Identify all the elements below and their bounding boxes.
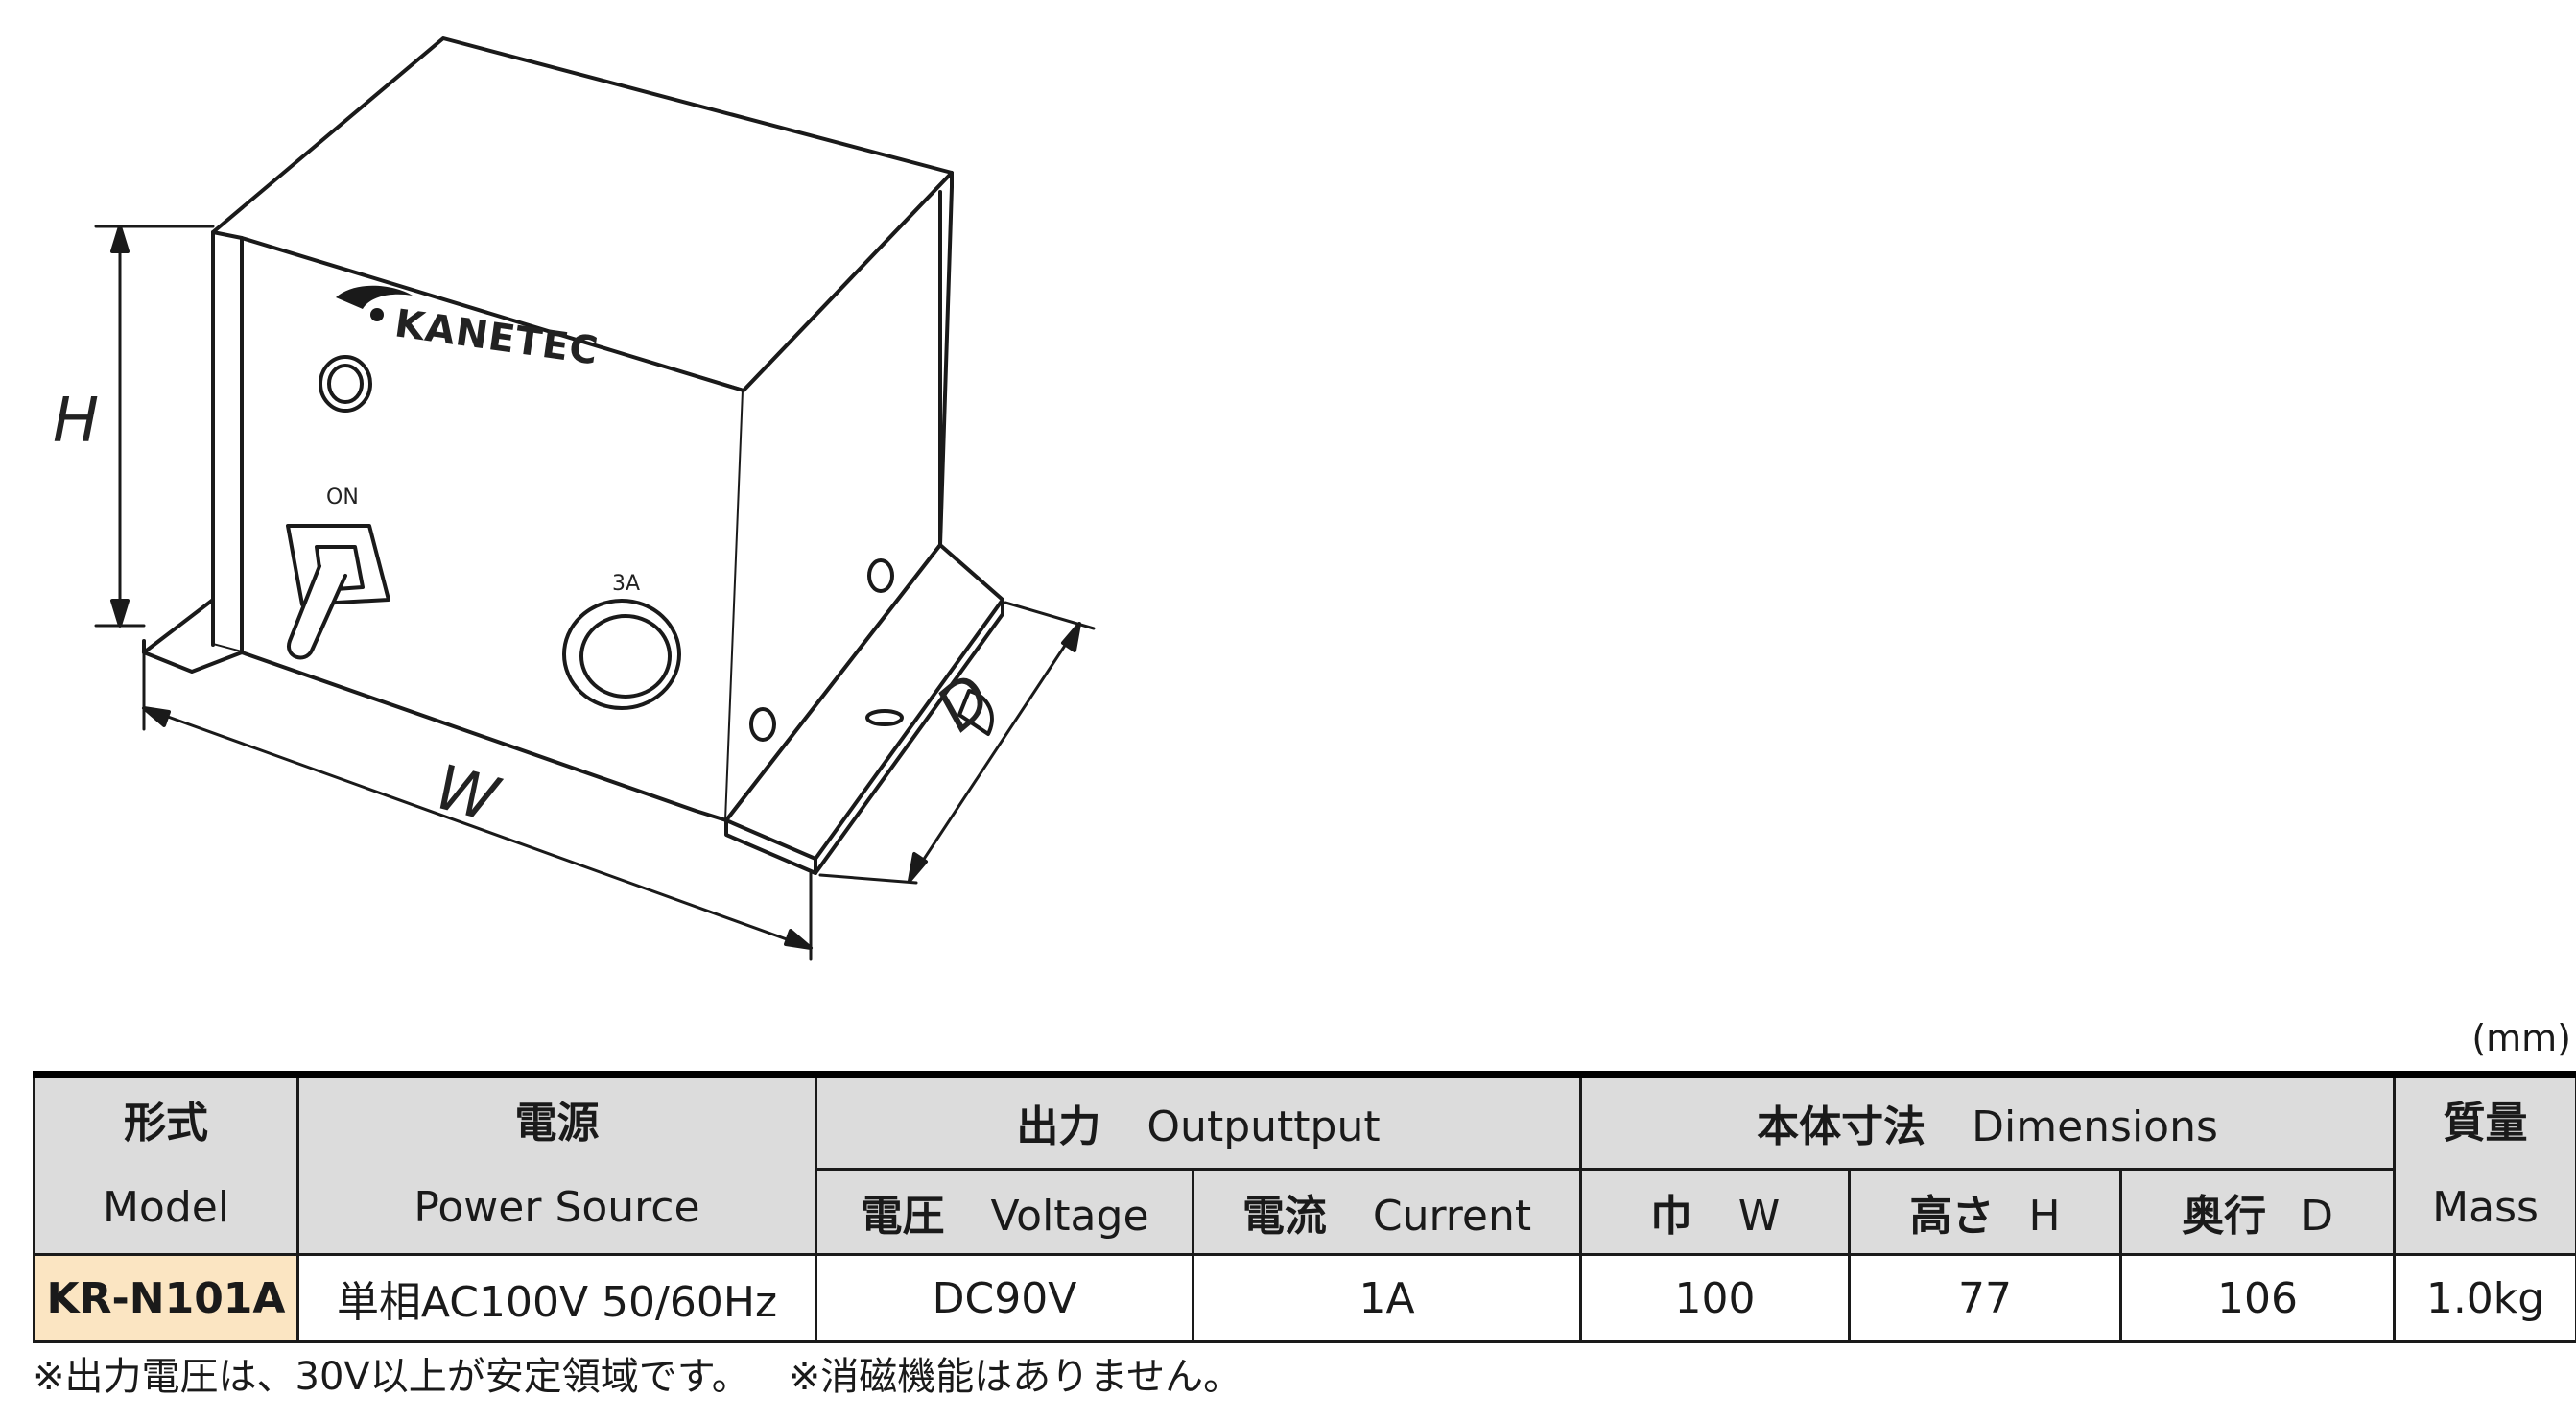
voltage-header: 電圧 Voltage [815, 1168, 1194, 1256]
output-header: 出力 Outputtput [814, 1073, 1583, 1171]
model-header-en: Model [102, 1182, 230, 1232]
power-header-jp: 電源 [514, 1098, 600, 1148]
mounting-hole [865, 709, 904, 726]
product-illustration: KANETEC ON 3A H W [53, 36, 1096, 961]
height-dimension [94, 225, 215, 628]
fuse-rating-label: 3A [612, 572, 640, 596]
width-dim-label: W [428, 752, 508, 838]
power-cell: 単相AC100V 50/60Hz [296, 1253, 817, 1343]
current-header-en: Current [1372, 1192, 1532, 1241]
header-row: 形式 Model 電源 Power Source 出力 Outputtput 本体… [33, 1073, 2576, 1256]
enclosure-front [211, 230, 745, 822]
mounting-hole [867, 558, 894, 593]
voltage-header-jp: 電圧 [860, 1192, 945, 1241]
output-header-jp: 出力 [1016, 1102, 1101, 1151]
width-cell: 100 [1579, 1253, 1852, 1343]
width-header-jp: 巾 [1649, 1192, 1692, 1241]
voltage-header-en: Voltage [990, 1192, 1149, 1241]
depth-header-en: D [2301, 1192, 2333, 1241]
toggle-switch [286, 524, 390, 660]
height-header: 高さ H [1848, 1168, 2123, 1256]
switch-on-label: ON [326, 486, 359, 509]
height-header-jp: 高さ [1909, 1192, 1995, 1241]
current-header: 電流 Current [1191, 1168, 1583, 1256]
mass-cell: 1.0kg [2393, 1253, 2576, 1343]
mass-header: 質量 Mass [2393, 1073, 2576, 1256]
mounting-hole [749, 707, 776, 742]
current-cell: 1A [1191, 1253, 1583, 1343]
depth-header-jp: 奥行 [2182, 1192, 2267, 1241]
footnote-voltage: ※出力電圧は、30V以上が安定領域です。 [33, 1355, 750, 1399]
height-header-en: H [2028, 1192, 2061, 1241]
mass-header-jp: 質量 [2443, 1098, 2528, 1148]
height-dim-label: H [53, 386, 99, 457]
power-header: 電源 Power Source [296, 1073, 817, 1256]
output-header-en: Outputtput [1146, 1102, 1381, 1151]
fuse-holder [562, 599, 681, 710]
voltage-cell: DC90V [815, 1253, 1194, 1343]
power-header-en: Power Source [414, 1182, 700, 1232]
model-header: 形式 Model [33, 1073, 299, 1256]
height-cell: 77 [1848, 1253, 2123, 1343]
model-cell: KR-N101A [33, 1253, 299, 1343]
model-header-jp: 形式 [124, 1098, 208, 1148]
table-row: KR-N101A 単相AC100V 50/60Hz DC90V 1A 100 7… [33, 1253, 2576, 1343]
mass-header-en: Mass [2432, 1182, 2539, 1232]
footnotes: ※出力電圧は、30V以上が安定領域です。 ※消磁機能はありません。 [33, 1353, 1241, 1401]
pilot-lamp [319, 355, 372, 413]
unit-note: (mm) [2471, 1017, 2571, 1059]
spec-table: 形式 Model 電源 Power Source 出力 Outputtput 本体… [33, 1071, 2576, 1343]
dimensions-header-en: Dimensions [1972, 1102, 2218, 1151]
dimensions-header: 本体寸法 Dimensions [1579, 1073, 2397, 1171]
depth-cell: 106 [2119, 1253, 2397, 1343]
depth-header: 奥行 D [2119, 1168, 2397, 1256]
footnote-demagnetize: ※消磁機能はありません。 [788, 1355, 1242, 1399]
width-header-en: W [1737, 1192, 1781, 1241]
depth-dimension [818, 601, 1096, 885]
dimensions-header-jp: 本体寸法 [1757, 1102, 1926, 1151]
width-dimension [142, 651, 813, 961]
current-header-jp: 電流 [1241, 1192, 1327, 1241]
